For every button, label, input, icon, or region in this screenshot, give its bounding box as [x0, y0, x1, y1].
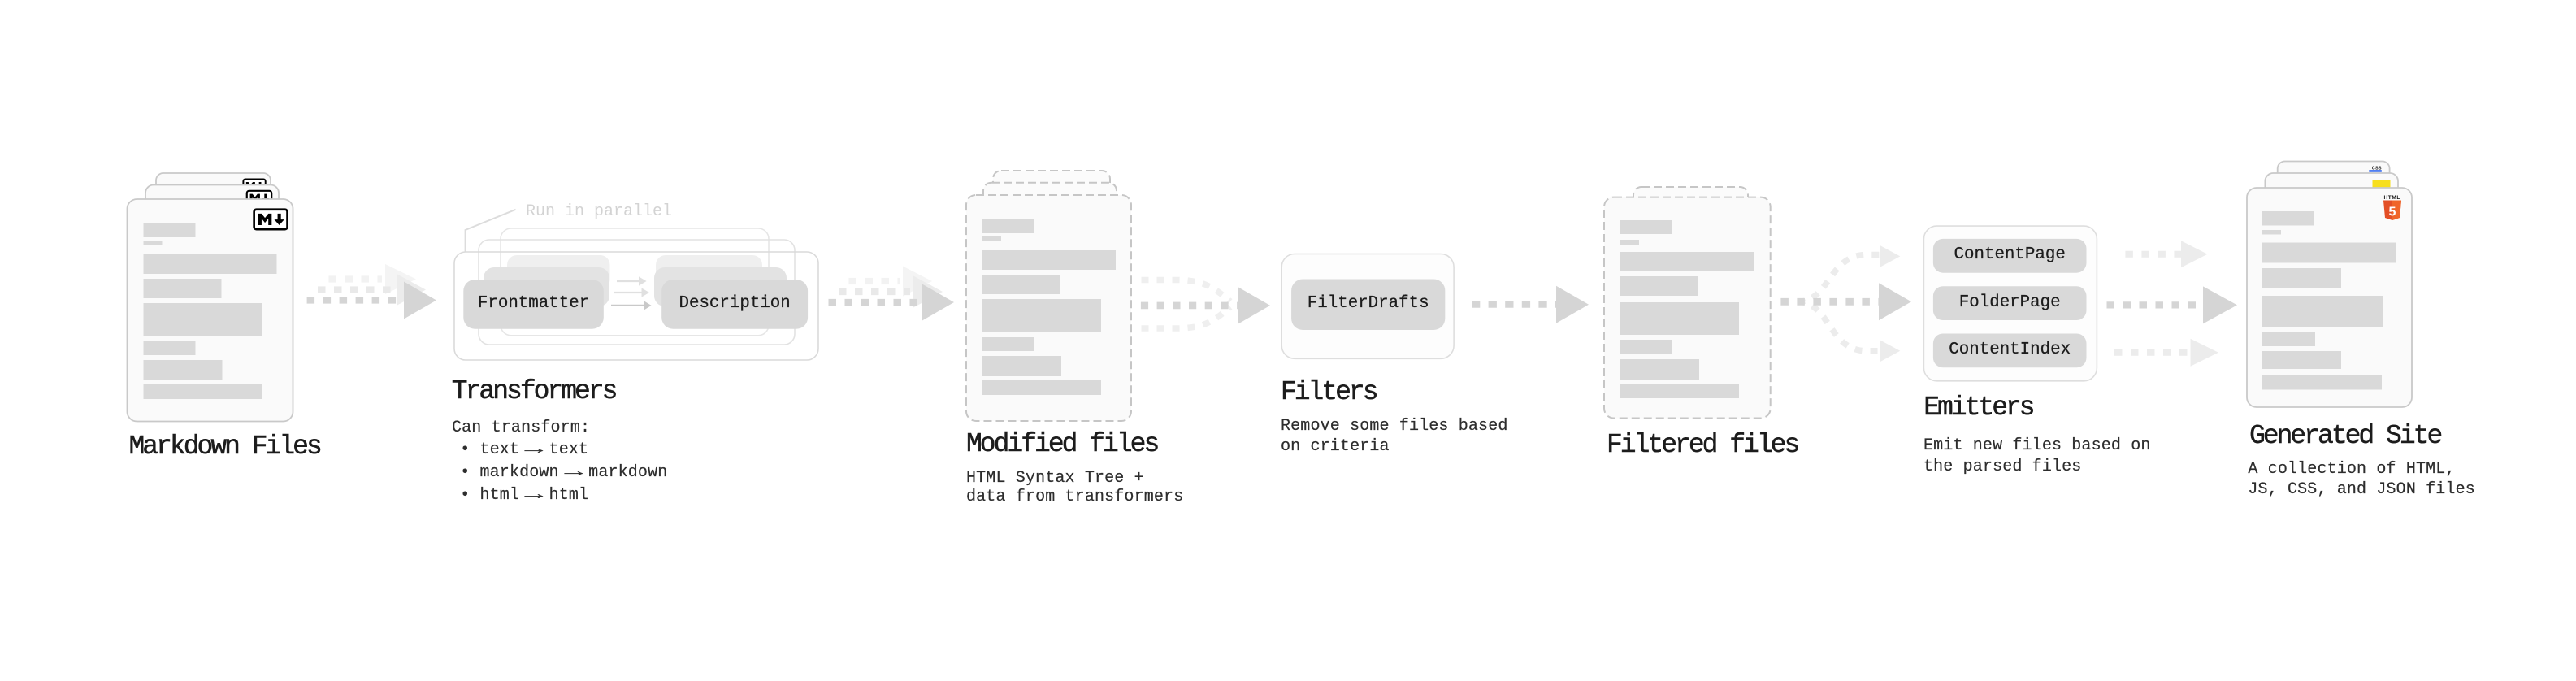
- svg-text:CSS: CSS: [2372, 167, 2382, 171]
- svg-text:HTML: HTML: [2384, 195, 2400, 201]
- svg-text:5: 5: [2389, 206, 2396, 219]
